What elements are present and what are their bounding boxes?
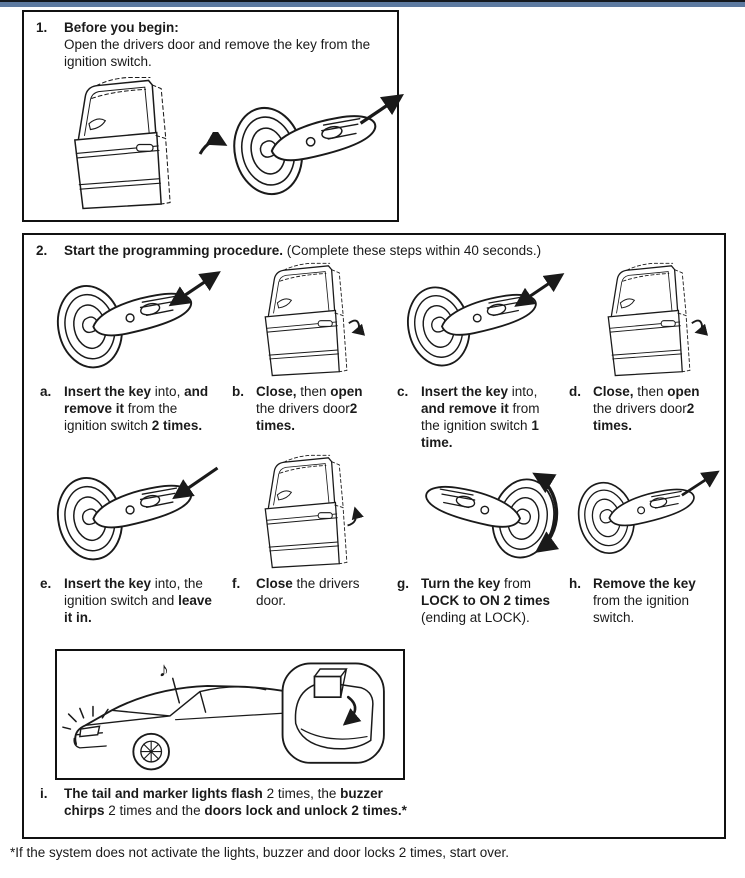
substep-g-illustration <box>395 453 567 573</box>
substep-d-text: Close, then open the drivers door2 times… <box>593 384 700 433</box>
substep-e-text: Insert the key into, the ignition switch… <box>64 576 212 625</box>
substep-c-text: Insert the key into, and remove it from … <box>421 384 540 450</box>
substep-b-label: b. <box>232 384 244 399</box>
door-close-arrow-icon <box>347 506 364 527</box>
substep-h-text: Remove the key from the ignition switch. <box>593 576 696 625</box>
substep-h-label: h. <box>569 576 581 591</box>
substep-b-text: Close, then open the drivers door2 times… <box>256 384 363 433</box>
substep-d-label: d. <box>569 384 581 399</box>
substep-e: e. Insert the key into, the ignition swi… <box>38 573 230 645</box>
flash-lines-icon <box>62 705 109 730</box>
result-label: i. <box>40 786 48 801</box>
door-swing-arrow-icon <box>198 132 228 155</box>
substep-f-label: f. <box>232 576 241 591</box>
step1-box: 1. Before you begin: Open the drivers do… <box>22 10 404 222</box>
substep-d: d. Close, then open the drivers door2 ti… <box>567 381 722 453</box>
substep-f-illustration <box>230 453 395 573</box>
substeps-grid: a. Insert the key into, and remove it fr… <box>24 261 724 645</box>
substep-a-label: a. <box>40 384 52 399</box>
arrow-ne-icon <box>681 470 720 497</box>
substep-c-illustration <box>395 261 567 381</box>
step1-title: Before you begin: <box>64 20 179 35</box>
door-swing-arrow-icon <box>348 319 366 336</box>
substep-h-illustration <box>567 453 722 573</box>
rotate-arrow-icon <box>532 472 560 553</box>
substep-c: c. Insert the key into, and remove it fr… <box>395 381 567 453</box>
substep-a-text: Insert the key into, and remove it from … <box>64 384 209 433</box>
substep-h: h. Remove the key from the ignition swit… <box>567 573 722 645</box>
ignition-key-remove-illustration <box>225 94 404 202</box>
substep-g-label: g. <box>397 576 409 591</box>
substep-g: g. Turn the key from LOCK to ON 2 times … <box>395 573 567 645</box>
substep-e-label: e. <box>40 576 52 591</box>
substep-d-illustration <box>567 261 722 381</box>
substep-a: a. Insert the key into, and remove it fr… <box>38 381 230 453</box>
result-illustration-box: ♪ <box>55 649 405 780</box>
step1-body: Open the drivers door and remove the key… <box>64 37 371 69</box>
car-lights-buzzer-illustration: ♪ <box>62 658 385 770</box>
double-arrow-ne-icon <box>168 271 221 307</box>
step2-number: 2. <box>36 243 48 258</box>
result-step: i. The tail and marker lights flash 2 ti… <box>40 785 416 819</box>
lock-knob-arrow-icon <box>342 695 362 726</box>
step1-number: 1. <box>36 20 48 35</box>
drivers-door-illustration <box>74 76 171 210</box>
substep-f-text: Close the drivers door. <box>256 576 360 608</box>
arrow-ne-icon <box>359 94 404 125</box>
buzzer-note-icon: ♪ <box>159 658 169 681</box>
step1-illustration <box>24 74 404 214</box>
substep-e-illustration <box>38 453 230 573</box>
door-swing-arrow-icon <box>691 319 709 336</box>
step2-heading: Start the programming procedure. (Comple… <box>64 242 541 259</box>
step2-title: Start the programming procedure. <box>64 243 284 258</box>
step2-box: 2. Start the programming procedure. (Com… <box>22 233 726 839</box>
substep-g-text: Turn the key from LOCK to ON 2 times (en… <box>421 576 551 625</box>
substep-f: f. Close the drivers door. <box>230 573 395 645</box>
footnote: *If the system does not activate the lig… <box>10 845 509 860</box>
top-divider-bar <box>0 0 745 7</box>
double-arrow-ne-icon <box>514 273 565 307</box>
arrow-sw-icon <box>172 466 219 500</box>
substep-b-illustration <box>230 261 395 381</box>
substep-b: b. Close, then open the drivers door2 ti… <box>230 381 395 453</box>
substep-c-label: c. <box>397 384 409 399</box>
result-text: The tail and marker lights flash 2 times… <box>64 786 407 818</box>
step2-note: (Complete these steps within 40 seconds.… <box>283 243 542 258</box>
substep-a-illustration <box>38 261 230 381</box>
